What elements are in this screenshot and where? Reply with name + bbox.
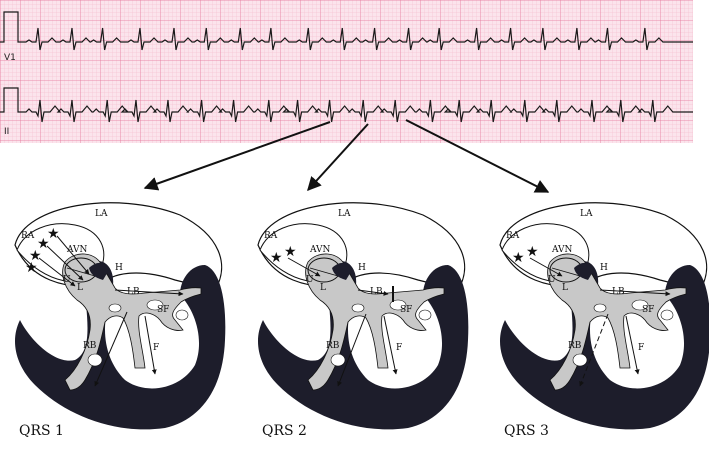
label-l: L [320,283,326,293]
label-avn: AVN [66,245,88,255]
label-rb: RB [326,341,340,351]
arrow-to-qrs3 [405,119,550,193]
label-la: LA [338,209,351,219]
label-sf: SF [157,305,169,315]
lead-v1-trace [0,11,693,51]
caption-qrs3: QRS 3 [504,423,549,439]
label-u: U [63,275,71,285]
label-f: F [396,343,402,353]
ecg-strip: V1 II [0,0,693,143]
label-avn: AVN [309,245,331,255]
label-h: H [358,263,366,273]
caption-qrs1: QRS 1 [19,423,64,439]
heart-diagram-2: ★ ★ LA RA AVN U L H LB SF RB F QRS 2 [257,202,469,439]
activation-arrows-1 [38,235,184,387]
arrow-to-qrs2 [307,123,369,192]
activation-arrows-3 [529,257,671,387]
lead-v1-label: V1 [4,53,16,63]
label-ra: RA [21,231,35,241]
label-sf: SF [400,305,412,315]
svg-text:★: ★ [526,244,539,260]
heart-diagram-3: ★ ★ LA RA AVN U L H LB SF RB F QRS 3 [499,202,709,439]
label-la: LA [580,209,593,219]
svg-text:★: ★ [29,248,42,264]
label-f: F [638,343,644,353]
label-ra: RA [506,231,520,241]
label-sf: SF [642,305,654,315]
label-lb: LB [612,287,625,297]
heart-diagram-1: ★ ★ ★ ★ LA RA AVN U L H LB SF RB F QRS 1 [14,202,226,439]
svg-text:★: ★ [37,236,50,252]
activation-arrows-2 [287,257,398,387]
stars-qrs3: ★ ★ [512,244,539,266]
stars-qrs2: ★ ★ [270,244,297,266]
label-l: L [562,283,568,293]
label-avn: AVN [551,245,573,255]
ecg-grid [0,0,693,143]
svg-text:★: ★ [512,250,525,266]
lead-ii-trace [0,87,693,123]
label-u: U [548,275,556,285]
svg-text:★: ★ [25,260,38,276]
svg-text:★: ★ [47,226,60,242]
label-h: H [115,263,123,273]
label-u: U [306,275,314,285]
label-rb: RB [83,341,97,351]
arrow-to-qrs1 [143,121,331,191]
label-h: H [600,263,608,273]
label-la: LA [95,209,108,219]
stars-qrs1: ★ ★ ★ ★ [25,226,60,276]
svg-text:★: ★ [270,250,283,266]
label-rb: RB [568,341,582,351]
pointer-arrows [143,119,550,193]
caption-qrs2: QRS 2 [262,423,307,439]
label-lb: LB [370,287,383,297]
label-l: L [77,283,83,293]
label-f: F [153,343,159,353]
label-lb: LB [127,287,140,297]
lead-ii-label: II [4,127,9,137]
svg-text:★: ★ [284,244,297,260]
label-ra: RA [264,231,278,241]
